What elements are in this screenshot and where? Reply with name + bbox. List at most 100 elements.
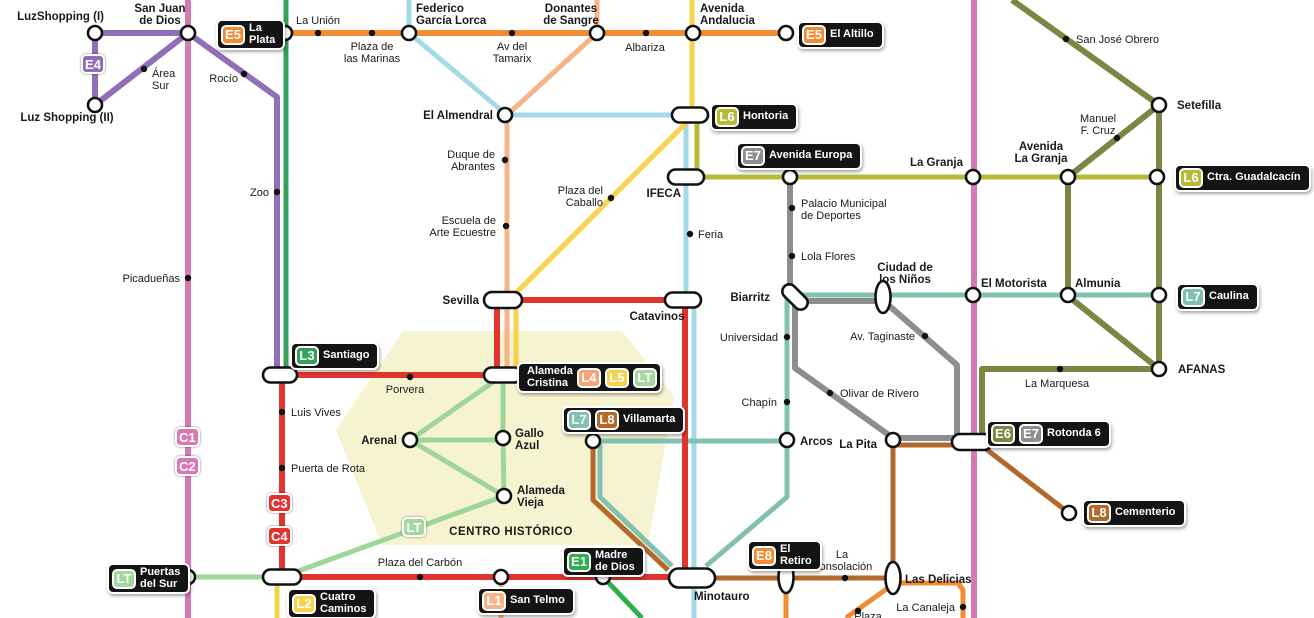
station-av-taginaste [921,332,929,340]
station-box-label-ctra-guadalcacin: Ctra. Guadalcacín [1207,171,1301,184]
station-catavinos [663,291,703,309]
station-label-zoo: Zoo [250,187,269,199]
station-label-av-taginaste: Av. Taginaste [850,331,915,343]
station-plaza-del-caballo [607,194,615,202]
station-avenida-la-granja [1059,168,1077,186]
line-badge-lt: LT [112,568,136,589]
line-badge-lt: LT [402,517,426,537]
station-la-pita [884,431,902,449]
line-badge-l2: L2 [292,593,316,614]
line-badge-l6: L6 [1179,168,1203,188]
station-label-rocio: Rocío [209,73,238,85]
line-badge-e8: E8 [752,545,776,566]
station-lola-flores [788,252,796,260]
line-l7-teal-seg4 [704,447,790,568]
line-lt-light-green-seg1 [281,493,505,580]
station-gallo-azul [494,429,512,447]
station-box-caulina: L7 Caulina [1176,283,1259,311]
station-ifeca [666,168,706,186]
line-badge-e6: E6 [991,424,1015,444]
station-la-union [314,29,322,37]
station-label-universidad: Universidad [720,332,778,344]
station-alameda-vieja [495,487,513,505]
line-badge-e7: E7 [1019,424,1043,444]
line-cyan-line-seg1 [407,31,509,117]
station-label-san-jose-obrero: San José Obrero [1076,34,1159,46]
station-label-picaduenas: Picadueñas [123,273,181,285]
station-setefilla [1150,96,1168,114]
station-avenida-andalucia [684,24,702,42]
station-label-las-delicias: Las Delicias [905,574,971,586]
line-badge-c2: C2 [175,456,200,476]
line-l2-l5-yellow-seg1 [514,119,690,295]
line-l8-brown-seg4 [984,447,1067,512]
station-plaza-de-las-marinas [368,29,376,37]
station-label-afanas: AFANAS [1178,364,1226,376]
station-label-porvera: Porvera [386,384,425,396]
line-badge-l8: L8 [595,410,619,430]
station-la-canaleja [959,603,967,611]
station-label-la-union: La Unión [296,15,340,27]
line-badge-e5: E5 [221,24,245,45]
station-escuela-de-arte-ecuestre [502,222,510,230]
line-badge-l3: L3 [295,346,319,366]
station-label-lola-flores: Lola Flores [801,251,856,263]
line-badge-c1: C1 [175,427,200,447]
station-box-ctra-guadalcacin: L6 Ctra. Guadalcacín [1174,164,1311,192]
station-cuatro-caminos [261,568,303,586]
station-las-delicias [884,560,902,596]
line-e1-green-seg0 [603,577,644,618]
line-badge-l6: L6 [715,107,739,127]
station-albariza [642,29,650,37]
station-label-el-motorista: El Motorista [981,278,1047,290]
station-arcos [778,431,796,449]
station-area-sur [140,65,148,73]
line-badge-c4: C4 [267,526,292,546]
line-badge-l7: L7 [567,410,591,430]
station-box-label-san-telmo: San Telmo [510,594,565,607]
station-box-label-caulina: Caulina [1209,290,1249,303]
station-label-puerta-de-rota: Puerta de Rota [291,463,366,475]
station-luz-shopping-i [86,24,104,42]
station-luz-shopping-ii [86,96,104,114]
station-label-luz-shopping-ii: Luz Shopping (II) [20,112,113,124]
station-label-el-almendral: El Almendral [423,110,493,122]
station-puerta-de-rota [278,464,286,472]
station-villamarta [584,432,602,450]
station-la-granja [964,168,982,186]
station-label-arenal: Arenal [361,435,397,447]
station-box-label-santiago: Santiago [323,349,370,362]
station-santiago [261,366,299,384]
station-picaduenas [184,274,192,282]
station-el-almendral [496,106,514,124]
line-e8-orange-seg2 [844,585,890,618]
station-label-setefilla: Setefilla [1177,100,1222,112]
station-label-feria: Feria [698,229,724,241]
line-badge-l7: L7 [1181,287,1205,307]
station-el-motorista [964,286,982,304]
station-label-minotauro: Minotauro [694,591,750,603]
station-label-plaza-cut-off: Plaza [854,611,882,618]
line-lt-light-green-seg3 [408,437,506,499]
station-label-la-canaleja: La Canaleja [896,602,956,614]
station-cementerio [1060,504,1078,522]
line-badge-l4: L4 [576,367,601,388]
line-e7-gray-seg2 [884,300,960,442]
station-label-luz-shopping-i: LuzShopping (I) [17,11,104,23]
centro-historico-label: CENTRO HISTÓRICO [449,525,573,538]
station-ctra-guadalcacin [1148,168,1166,186]
